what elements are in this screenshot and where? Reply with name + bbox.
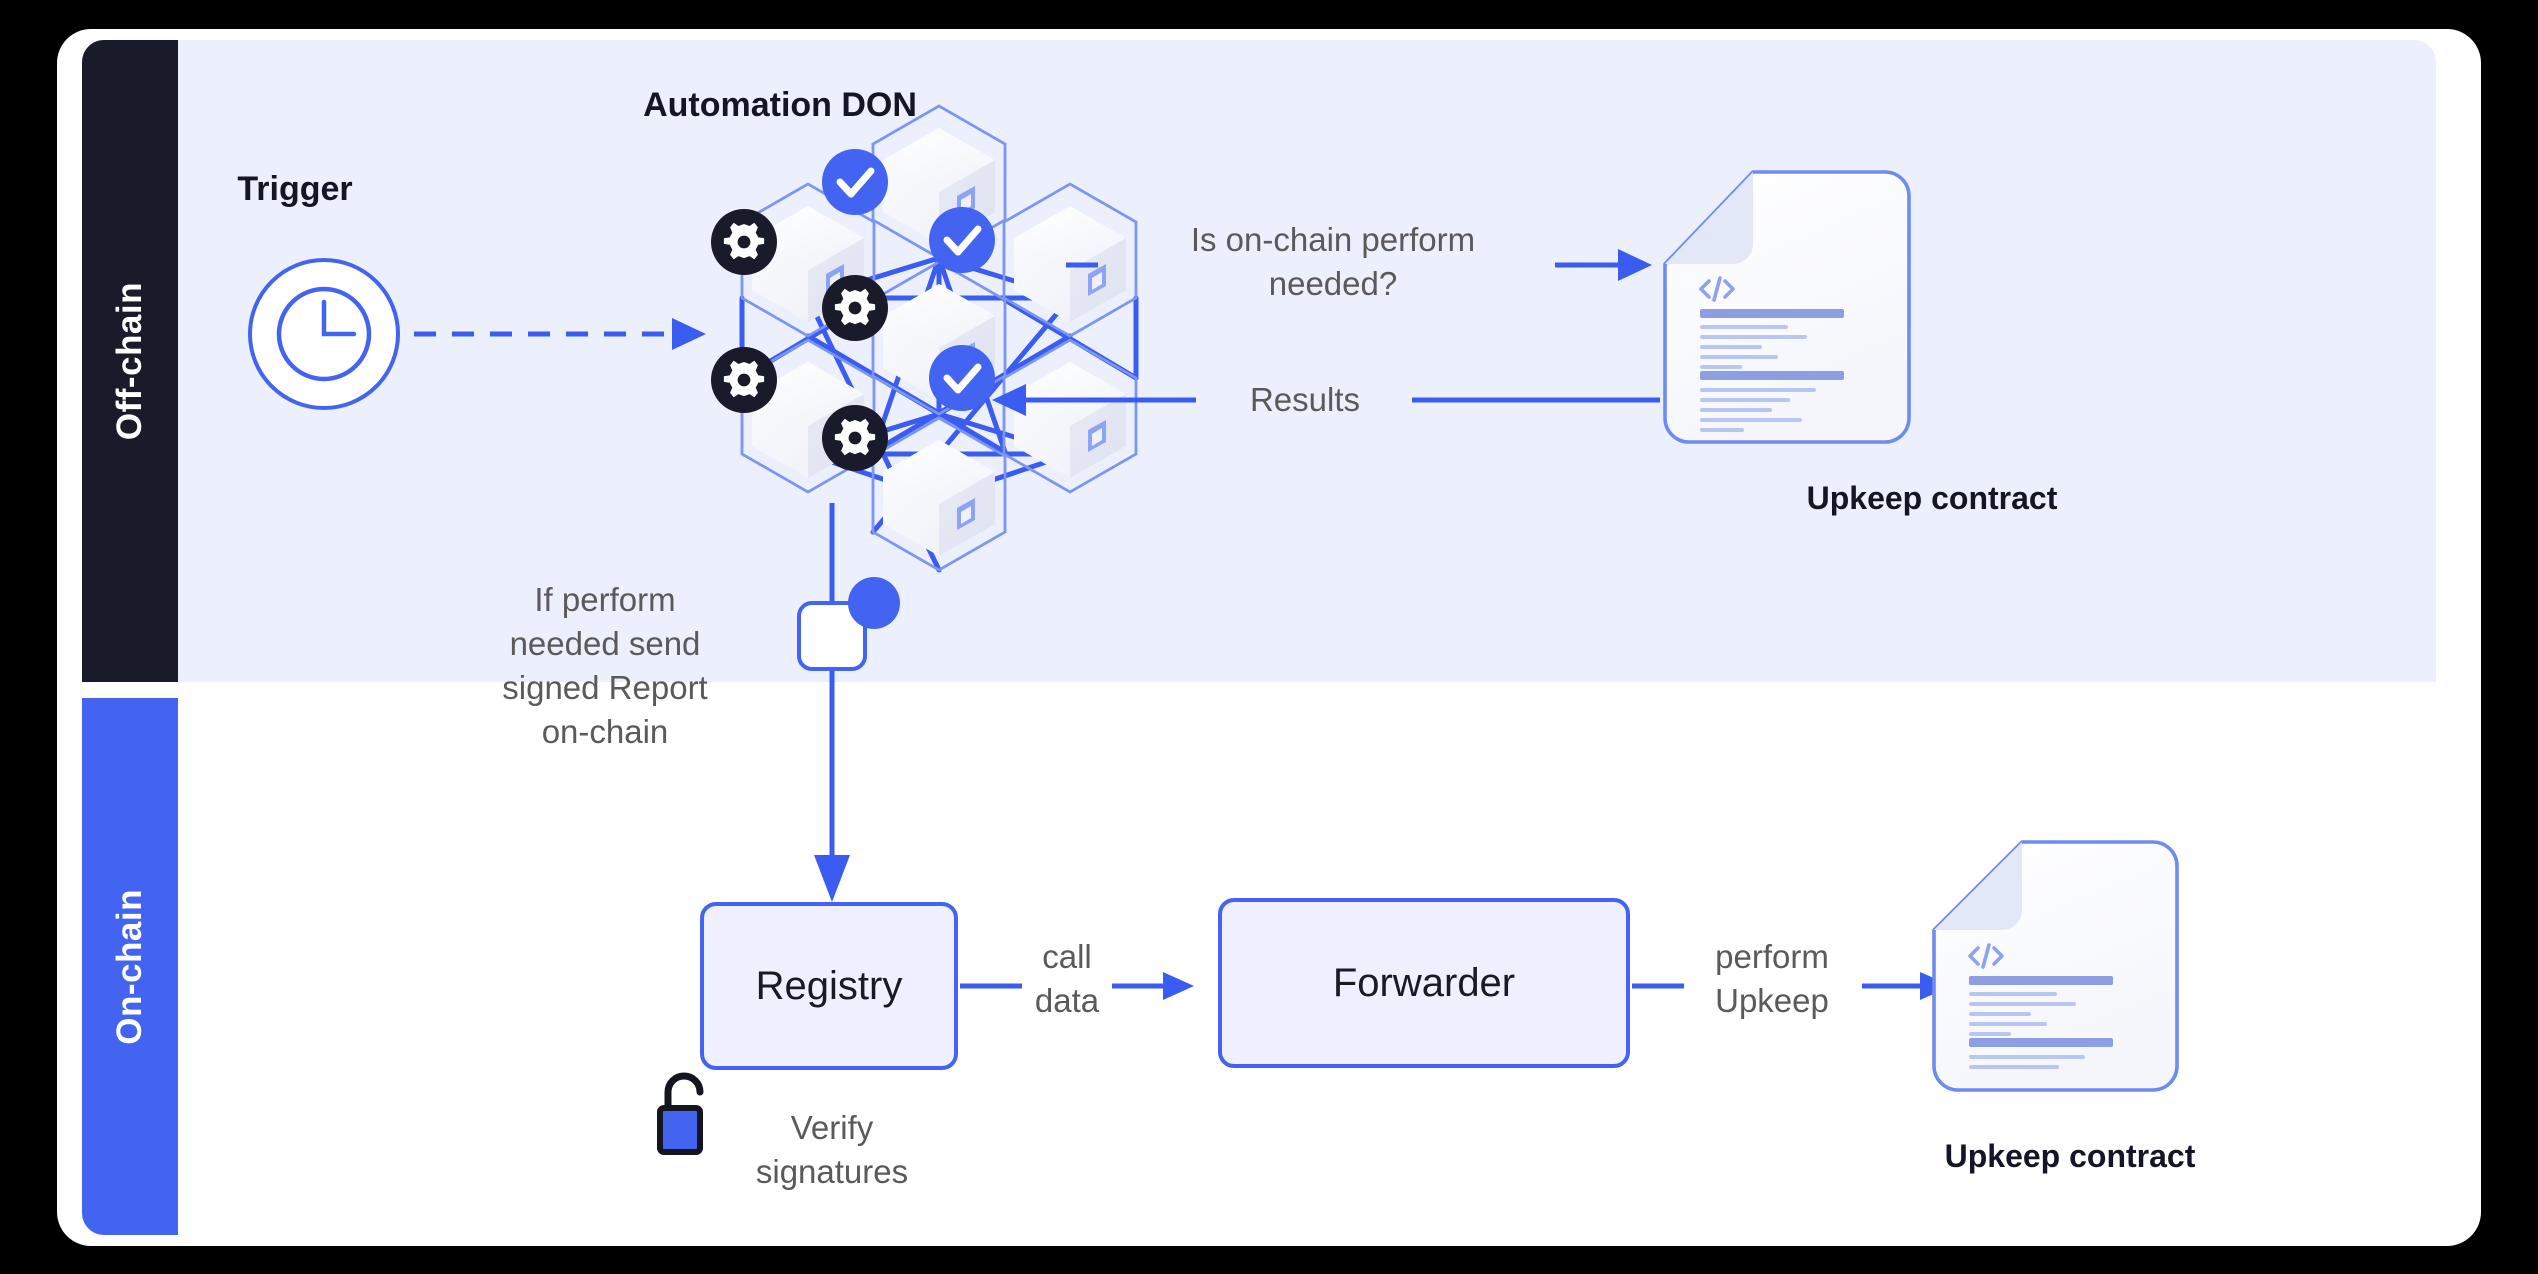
- trigger-title: Trigger: [237, 170, 353, 208]
- send-signed-report-label: If perform needed send signed Report on-…: [502, 581, 708, 750]
- offchain-panel: [82, 40, 2436, 682]
- don-title: Automation DON: [643, 86, 917, 124]
- query-label: Is on-chain perform needed?: [1190, 221, 1476, 302]
- onchain-rail-label: On-chain: [110, 888, 149, 1045]
- onchain-rail: On-chain: [82, 698, 178, 1235]
- results-label: Results: [1249, 381, 1361, 418]
- offchain-rail: Off-chain: [82, 40, 178, 682]
- registry-box[interactable]: Registry: [700, 902, 958, 1070]
- call-data-label: call data: [1034, 938, 1100, 1019]
- forwarder-box[interactable]: Forwarder: [1218, 898, 1630, 1068]
- trigger-circle: [248, 258, 400, 410]
- offchain-rail-label: Off-chain: [110, 281, 149, 441]
- lock-badge-circle: [848, 577, 900, 629]
- upkeep-contract-onchain-label: Upkeep contract: [1944, 1138, 2196, 1174]
- verify-signatures-label: Verify signatures: [755, 1109, 909, 1190]
- perform-upkeep-label: perform Upkeep: [1715, 938, 1829, 1019]
- upkeep-contract-offchain-label: Upkeep contract: [1806, 480, 2058, 516]
